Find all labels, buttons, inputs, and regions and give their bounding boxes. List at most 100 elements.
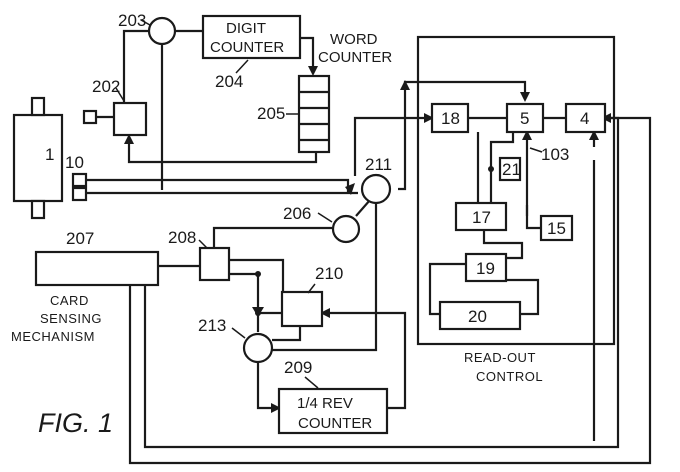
- block-210: [280, 290, 324, 328]
- card-sensing-line2: SENSING: [40, 311, 102, 326]
- arrow-into-202: [124, 134, 134, 144]
- digit-counter-line2: COUNTER: [210, 39, 284, 56]
- arrow-into-211: [345, 183, 355, 195]
- wire-211-to-210: [270, 200, 378, 352]
- gate-213: [242, 332, 274, 364]
- word-counter-line2: COUNTER: [318, 49, 392, 66]
- label-ref-202: 202: [92, 77, 120, 96]
- label-box-17: 17: [472, 208, 491, 227]
- arrow-into-210-right: [320, 308, 330, 318]
- wire-208-to-210: [229, 258, 285, 292]
- junction-21: [488, 166, 494, 172]
- label-box-19: 19: [476, 259, 495, 278]
- wire-rev-loop: [322, 311, 407, 410]
- element-1-drum: 1: [12, 96, 64, 220]
- label-box-20: 20: [468, 307, 487, 326]
- wire-top-to-18: [353, 116, 432, 176]
- sensor-square-10b: [71, 186, 88, 202]
- digit-counter-line1: DIGIT: [226, 20, 266, 37]
- readout-control-frame: [416, 35, 616, 346]
- card-sensing-line1: CARD: [50, 293, 89, 308]
- word-counter-line1: WORD: [330, 31, 378, 48]
- leader-213: [231, 327, 246, 339]
- block-card-sensing: [34, 250, 160, 287]
- leader-202: [115, 87, 125, 102]
- arrow-up-readout: [400, 80, 410, 90]
- label-ref-209: 209: [284, 358, 312, 377]
- leader-204: [235, 59, 249, 74]
- label-ref-103: 103: [541, 145, 569, 164]
- block-21: [498, 156, 522, 182]
- arrow-into-5: [520, 92, 530, 102]
- leader-103: [529, 147, 543, 153]
- label-box-5: 5: [520, 109, 529, 128]
- sensor-square-10a: [71, 172, 88, 188]
- label-box-21: 21: [502, 160, 521, 179]
- label-box-15: 15: [547, 219, 566, 238]
- block-20: [438, 300, 522, 331]
- block-5: [505, 102, 545, 134]
- label-box-4: 4: [580, 109, 589, 128]
- connection-lines: [87, 29, 652, 465]
- block-202: [112, 101, 148, 137]
- arrow-into-rev: [271, 403, 281, 413]
- leader-206: [317, 212, 333, 223]
- label-ref-205: 205: [257, 104, 285, 123]
- label-ref-10: 10: [65, 153, 84, 172]
- wire-19-to-20: [428, 262, 466, 316]
- block-quarter-rev-counter: [277, 387, 389, 435]
- sensor-square-202: [82, 109, 98, 125]
- label-ref-207: 207: [66, 229, 94, 248]
- block-4: [564, 102, 607, 134]
- arrow-into-4-bottom: [589, 130, 599, 140]
- leader-210: [307, 283, 316, 294]
- readout-control-line2: CONTROL: [476, 369, 543, 384]
- junction-dot-b: [255, 271, 261, 277]
- wire-213-to-rev: [256, 362, 279, 410]
- wire-to-15: [525, 205, 541, 230]
- label-ref-206: 206: [283, 204, 311, 223]
- label-ref-211: 211: [365, 155, 392, 174]
- label-ref-208: 208: [168, 228, 196, 247]
- wire-digit-to-word-counter: [300, 36, 315, 72]
- wire-20-loop: [506, 278, 540, 316]
- card-sensing-line3: MECHANISM: [11, 329, 95, 344]
- leader-209: [304, 376, 319, 389]
- arrow-into-5-bottom: [522, 130, 532, 140]
- rev-counter-line2: COUNTER: [298, 415, 372, 432]
- arrow-into-word-counter: [308, 66, 318, 76]
- leader-203: [140, 19, 151, 26]
- block-digit-counter: [201, 14, 302, 60]
- wire-207-to-4-inner: [128, 116, 652, 465]
- label-ref-204: 204: [215, 72, 243, 91]
- label-ref-210: 210: [315, 264, 343, 283]
- figure-label: FIG. 1: [38, 408, 113, 438]
- readout-control-line1: READ-OUT: [464, 350, 536, 365]
- wire-sensor10-upper: [87, 178, 350, 192]
- gate-203: [147, 16, 177, 46]
- wire-206-to-211: [355, 199, 371, 217]
- wire-17-to-19: [482, 230, 524, 260]
- wire-21-to-5: [489, 132, 515, 168]
- gate-211: [360, 173, 392, 205]
- block-word-counter: [297, 74, 331, 154]
- label-ref-203: 203: [118, 11, 146, 30]
- junction-dot-a: [255, 310, 261, 316]
- wire-210-to-213b: [272, 326, 302, 342]
- arrow-into-18: [424, 113, 434, 123]
- gate-206: [331, 214, 361, 244]
- rev-counter-line1: 1/4 REV: [297, 395, 353, 412]
- block-208: [198, 246, 231, 282]
- label-ref-213: 213: [198, 316, 226, 335]
- wire-208-down: [229, 272, 282, 315]
- leader-208: [198, 239, 208, 249]
- wire-202-to-203: [122, 29, 149, 118]
- wire-205-feedback-to-202: [127, 139, 318, 164]
- block-17: [454, 201, 508, 232]
- wire-208-to-206: [212, 226, 332, 248]
- block-18: [430, 102, 470, 134]
- label-box-18: 18: [441, 109, 460, 128]
- block-19: [464, 252, 508, 283]
- label-ref-1: 1: [45, 145, 54, 164]
